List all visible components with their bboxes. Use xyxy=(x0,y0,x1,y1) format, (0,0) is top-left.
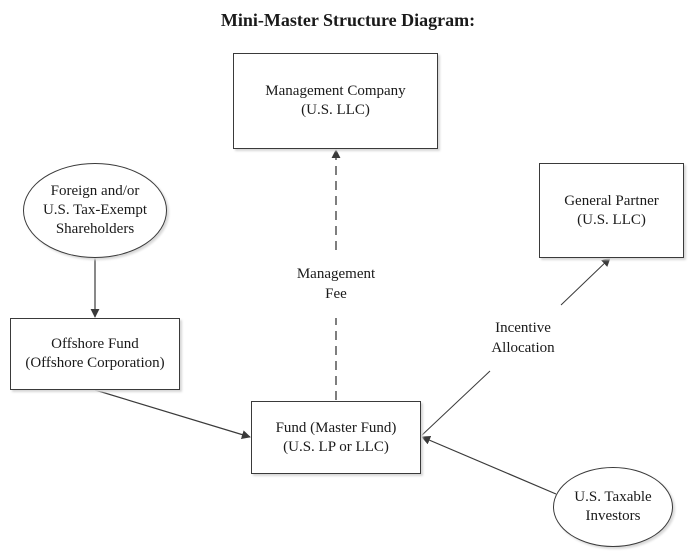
node-general-partner-name: General Partner xyxy=(564,192,659,209)
edge-label-management-fee-line-2: Fee xyxy=(325,286,347,302)
edge-label-incentive-allocation-line-2: Allocation xyxy=(491,340,555,356)
diagram-title: Mini-Master Structure Diagram: xyxy=(220,10,476,30)
edge-label-management-fee: Management Fee xyxy=(276,264,396,304)
node-management-company: Management Company (U.S. LLC) xyxy=(233,53,438,149)
node-shareholders-line-1: Foreign and/or xyxy=(50,183,140,199)
edge-label-incentive-allocation: Incentive Allocation xyxy=(463,318,583,358)
node-shareholders: Foreign and/or U.S. Tax-Exempt Sharehold… xyxy=(23,163,167,258)
node-management-company-name: Management Company xyxy=(265,83,406,99)
node-offshore-fund-name: Offshore Fund xyxy=(51,336,139,352)
node-taxable-investors: U.S. Taxable Investors xyxy=(553,467,673,547)
node-taxable-investors-line-1: U.S. Taxable xyxy=(574,489,652,505)
edge-incentive-allocation-lower xyxy=(420,370,491,437)
edge-incentive-allocation-upper xyxy=(560,257,611,306)
node-general-partner: General Partner (U.S. LLC) xyxy=(539,163,684,258)
node-shareholders-line-3: Shareholders xyxy=(55,221,135,237)
edge-label-management-fee-line-1: Management xyxy=(296,266,376,282)
edge-offshore-fund-to-master-fund xyxy=(94,389,251,439)
node-general-partner-type: (U.S. LLC) xyxy=(577,211,646,228)
edge-taxable-investors-to-master-fund xyxy=(421,436,557,495)
node-master-fund-name: Fund (Master Fund) xyxy=(275,419,397,436)
node-offshore-fund-type: (Offshore Corporation) xyxy=(25,355,165,371)
node-shareholders-line-2: U.S. Tax-Exempt xyxy=(42,202,148,218)
edge-label-incentive-allocation-line-1: Incentive xyxy=(495,320,551,336)
node-taxable-investors-line-2: Investors xyxy=(585,508,641,524)
node-management-company-type: (U.S. LLC) xyxy=(301,102,370,118)
node-offshore-fund: Offshore Fund (Offshore Corporation) xyxy=(10,318,180,390)
node-master-fund: Fund (Master Fund) (U.S. LP or LLC) xyxy=(251,401,421,474)
node-master-fund-type: (U.S. LP or LLC) xyxy=(283,438,389,455)
